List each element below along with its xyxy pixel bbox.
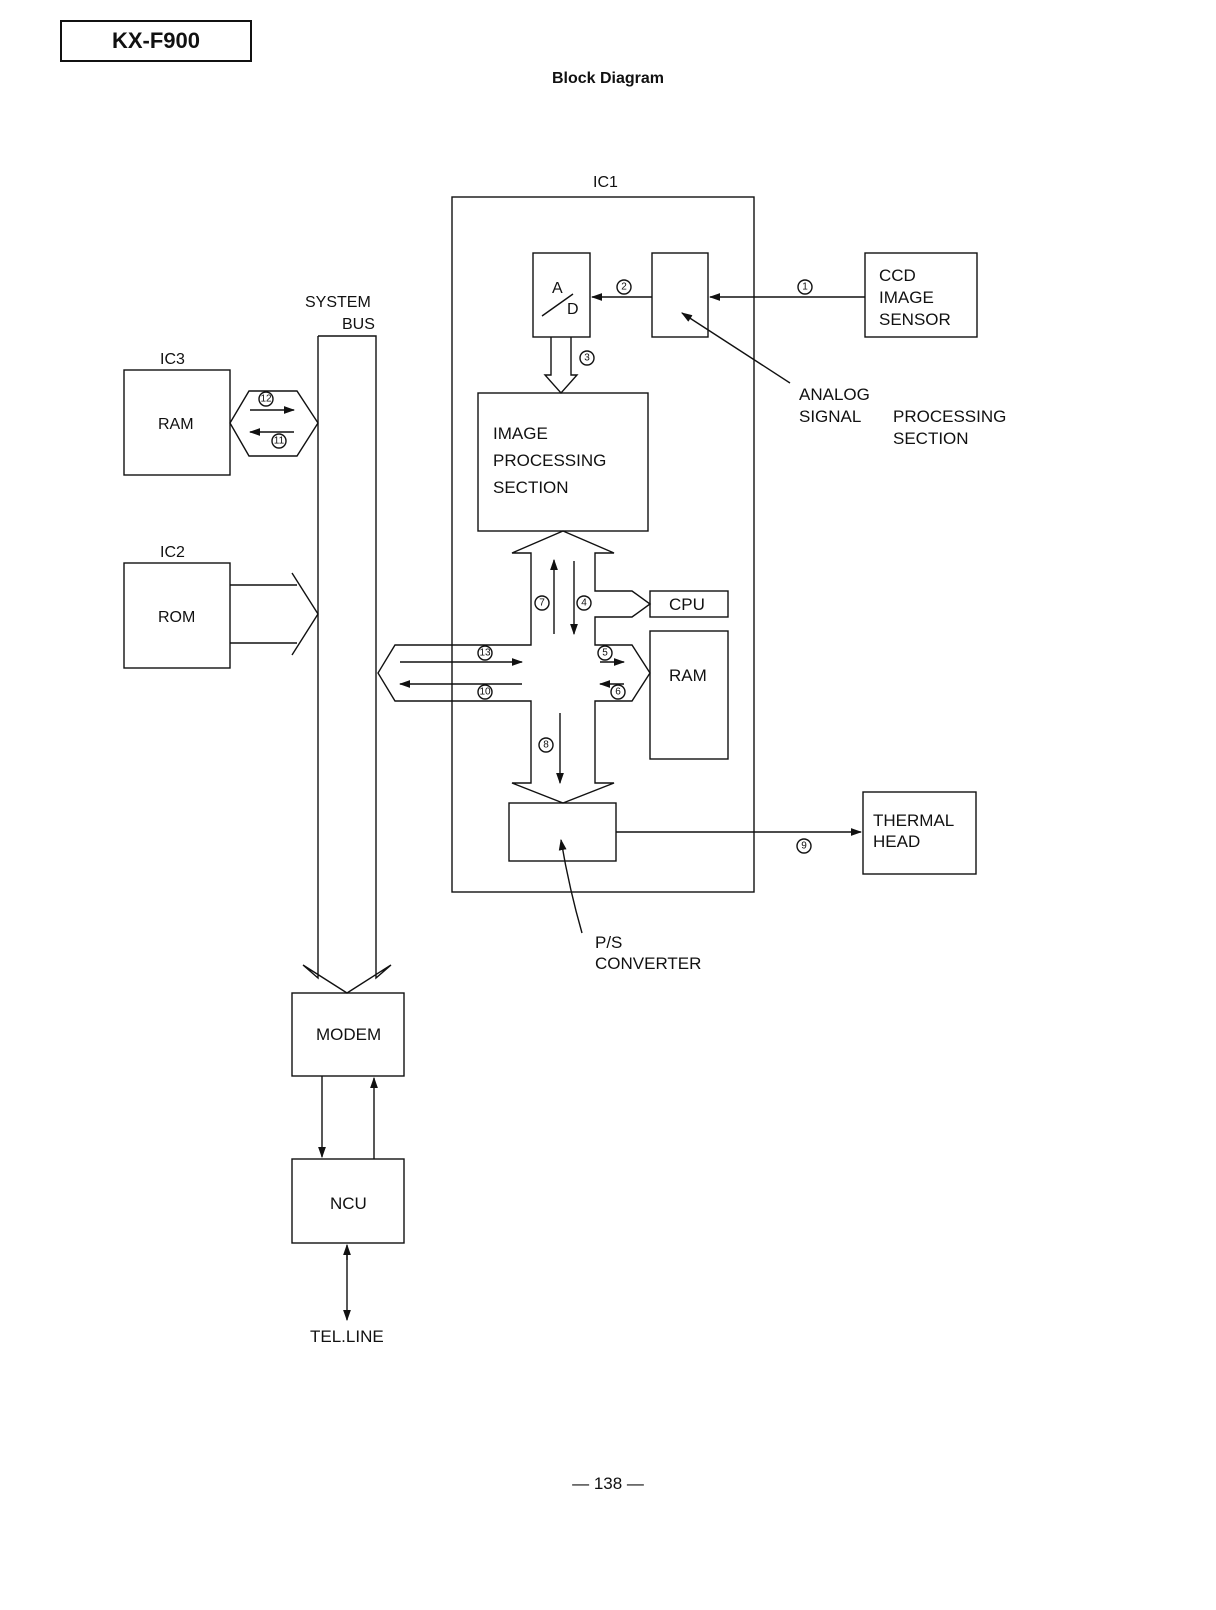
rom-label: ROM xyxy=(158,609,195,626)
signal-5: 5 xyxy=(602,648,608,659)
rom-bus-link xyxy=(230,572,319,656)
ram-ic1-label: RAM xyxy=(669,666,707,685)
signal-3: 3 xyxy=(584,353,590,364)
page-number: — 138 — xyxy=(0,1474,1216,1494)
cpu-label: CPU xyxy=(669,595,705,614)
page-number-dash-left: — xyxy=(572,1474,594,1493)
system-bus-label-line1: SYSTEM xyxy=(305,294,371,311)
ps-converter-label-line2: CONVERTER xyxy=(595,954,701,973)
ic2-label: IC2 xyxy=(160,544,185,561)
thermal-head-block xyxy=(862,791,977,875)
internal-cross-bus xyxy=(377,530,652,804)
ccd-image-sensor-block xyxy=(864,252,978,338)
tel-line-label: TEL.LINE xyxy=(310,1327,384,1346)
image-processing-label-line3: SECTION xyxy=(493,478,569,497)
ccd-label-line1: CCD xyxy=(879,266,916,285)
processing-section-label-line2: SECTION xyxy=(893,429,969,448)
signal-12: 12 xyxy=(260,394,272,405)
signal-9: 9 xyxy=(801,841,807,852)
ram-ic1-block xyxy=(649,630,729,760)
page-title: Block Diagram xyxy=(551,70,665,87)
ic1-label: IC1 xyxy=(593,174,618,191)
ram-ic3-bus-link xyxy=(229,390,319,457)
processing-section-label-line1: PROCESSING xyxy=(893,407,1006,426)
signal-6: 6 xyxy=(615,687,621,698)
analog-signal-label-line1: ANALOG xyxy=(799,385,870,404)
signal-10: 10 xyxy=(479,687,491,698)
thermal-head-label-line1: THERMAL xyxy=(873,811,954,830)
adc-block xyxy=(532,252,591,338)
thermal-head-label-line2: HEAD xyxy=(873,832,920,851)
ccd-label-line2: IMAGE xyxy=(879,288,934,307)
signal-1: 1 xyxy=(802,282,808,293)
image-processing-label-line2: PROCESSING xyxy=(493,451,606,470)
image-processing-label-line1: IMAGE xyxy=(493,424,548,443)
system-bus xyxy=(302,335,392,994)
page-number-value: 138 xyxy=(593,1474,623,1493)
modem-label: MODEM xyxy=(316,1025,381,1044)
ic3-label: IC3 xyxy=(160,351,185,368)
adc-to-image-processing-bus xyxy=(543,337,579,395)
ncu-label: NCU xyxy=(330,1194,367,1213)
model-number: KX-F900 xyxy=(111,28,201,53)
page-number-dash-right: — xyxy=(622,1474,644,1493)
ram-ic3-label: RAM xyxy=(158,416,194,433)
signal-4: 4 xyxy=(581,598,587,609)
ccd-label-line3: SENSOR xyxy=(879,310,951,329)
analog-signal-label-line2: SIGNAL xyxy=(799,407,861,426)
signal-7: 7 xyxy=(539,598,545,609)
rom-ic2-block xyxy=(123,562,231,669)
signal-8: 8 xyxy=(543,740,549,751)
analog-signal-block xyxy=(651,252,709,338)
model-label-box: KX-F900 xyxy=(60,20,252,62)
ps-converter-label-line1: P/S xyxy=(595,933,622,952)
ic1-boundary xyxy=(451,196,755,893)
signal-13: 13 xyxy=(479,648,491,659)
signal-11: 11 xyxy=(274,436,285,447)
system-bus-label-line2: BUS xyxy=(342,316,375,333)
adc-label-a: A xyxy=(552,280,563,297)
signal-2: 2 xyxy=(621,282,627,293)
ncu-block xyxy=(291,1158,405,1244)
adc-label-d: D xyxy=(567,301,579,318)
